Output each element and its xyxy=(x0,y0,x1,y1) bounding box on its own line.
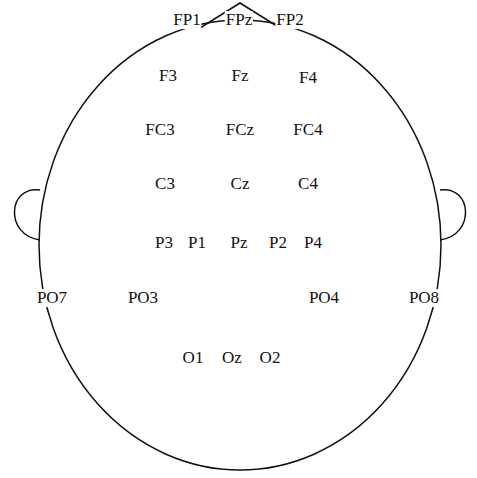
electrode-label: P1 xyxy=(187,234,207,252)
electrode-label: FC4 xyxy=(292,121,323,139)
electrode-label: PO3 xyxy=(127,289,159,307)
electrode-label: F4 xyxy=(298,69,318,87)
electrode-label: PO4 xyxy=(308,289,340,307)
electrode-label: Pz xyxy=(230,234,249,252)
left-ear xyxy=(14,190,40,240)
electrode-label: FC3 xyxy=(144,121,175,139)
nose xyxy=(200,3,280,28)
electrode-label: FP1 xyxy=(172,11,201,29)
electrode-label: C4 xyxy=(297,175,319,193)
electrode-label: PO8 xyxy=(408,289,440,307)
electrode-label: C3 xyxy=(154,175,176,193)
electrode-label: PO7 xyxy=(36,289,68,307)
electrode-label: P4 xyxy=(303,234,323,252)
right-ear xyxy=(440,190,466,240)
electrode-label: O2 xyxy=(259,349,282,367)
electrode-label: F3 xyxy=(158,67,178,85)
electrode-label: Cz xyxy=(230,175,251,193)
electrode-label: Oz xyxy=(221,349,243,367)
electrode-label: FPz xyxy=(225,11,253,29)
electrode-label: FCz xyxy=(225,121,255,139)
electrode-label: P3 xyxy=(154,234,174,252)
head xyxy=(39,20,441,470)
electrode-label: P2 xyxy=(268,234,288,252)
electrode-label: Fz xyxy=(231,67,250,85)
electrode-label: FP2 xyxy=(275,11,304,29)
electrode-label: O1 xyxy=(182,349,205,367)
